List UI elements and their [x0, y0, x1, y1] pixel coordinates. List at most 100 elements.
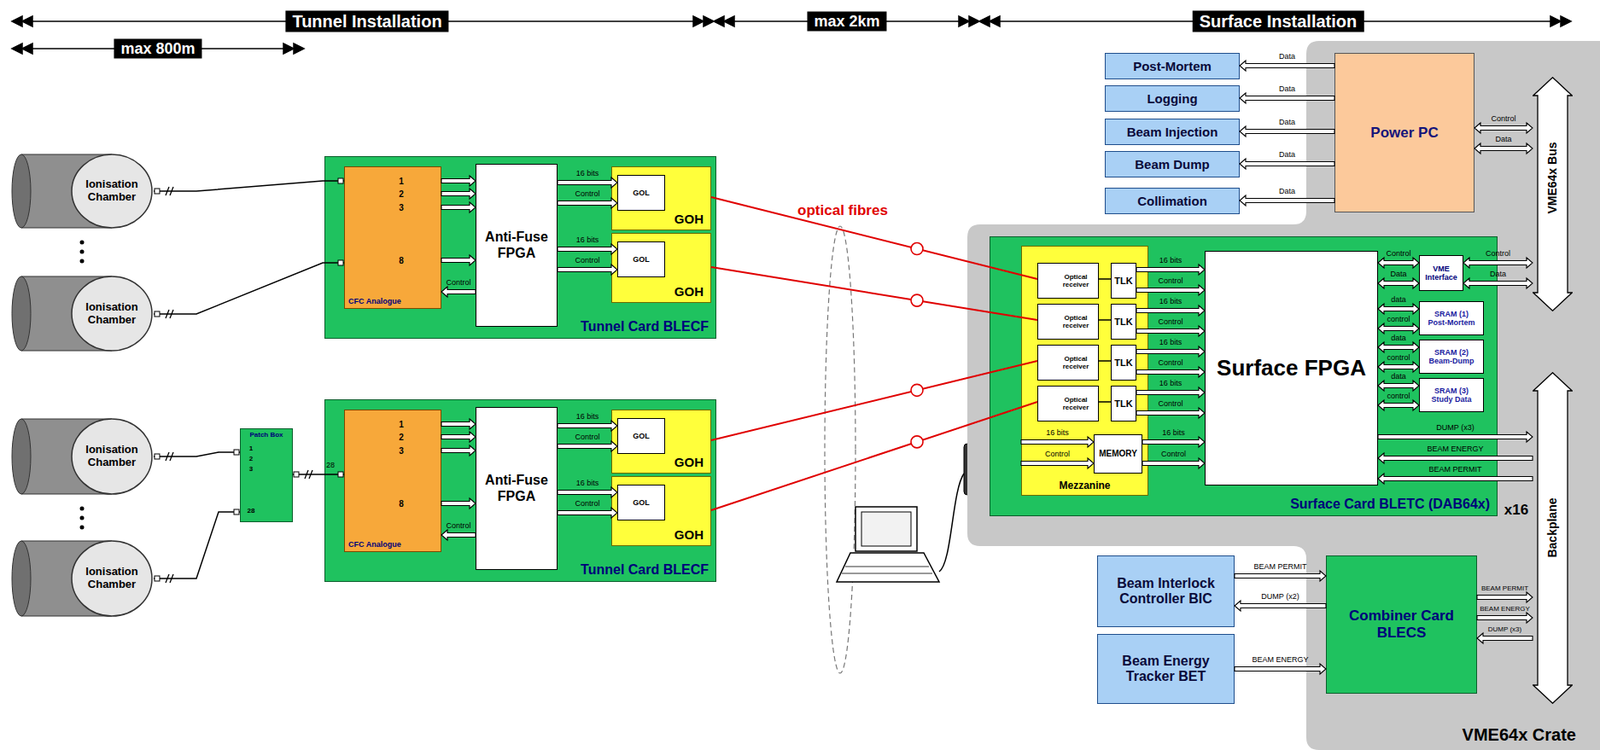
signal-label: 16 bits — [1045, 429, 1069, 438]
signal-label: 16 bits — [1159, 338, 1183, 348]
signal-arrow — [1463, 257, 1533, 269]
signal-arrow — [1474, 122, 1533, 134]
annotation: 3 — [398, 446, 404, 456]
signal-arrow — [1136, 387, 1205, 398]
signal-arrow — [1477, 633, 1533, 644]
signal-label: Data — [1489, 270, 1507, 280]
signal-label: 16 bits — [576, 413, 600, 422]
node-label: Logging — [1146, 91, 1198, 106]
signal-arrow — [1378, 278, 1419, 289]
signal-arrow — [1378, 342, 1419, 353]
annotation: 3 — [249, 465, 253, 473]
cable-plug — [154, 576, 160, 582]
laptop — [836, 473, 964, 583]
signal-label: Control — [574, 256, 600, 266]
signal-arrow — [1239, 158, 1335, 170]
signal-arrow — [1136, 367, 1205, 378]
cable-plug — [154, 311, 160, 317]
signal-arrow — [557, 177, 618, 188]
cable-line — [153, 262, 345, 315]
node-label: GOH — [674, 455, 704, 470]
signal-arrow — [1136, 408, 1205, 419]
optical-fibre-line — [711, 197, 1038, 280]
arrowhead — [724, 16, 735, 27]
signal-arrow — [1136, 326, 1205, 337]
signal-label: Data — [1278, 187, 1296, 197]
transceiver-chip: TLK — [1110, 385, 1137, 422]
signal-label: BEAM PERMIT — [1481, 585, 1529, 594]
signal-label: data — [1390, 296, 1407, 305]
bus-arrow-shape — [1533, 77, 1573, 312]
signal-arrow — [1021, 458, 1094, 469]
signal-label: 16 bits — [576, 169, 600, 179]
signal-arrow — [1378, 380, 1419, 392]
transceiver-chip: TLK — [1110, 262, 1137, 299]
signal-label: Control — [1485, 250, 1511, 259]
fpga-chip: Anti-Fuse FPGA — [475, 407, 558, 571]
node-label: Beam Injection — [1127, 124, 1219, 140]
signal-arrow — [441, 419, 476, 430]
optical-hybrid: GOHGOL — [611, 166, 712, 231]
annotation: x16 — [1504, 502, 1529, 520]
signal-arrow — [1477, 592, 1533, 603]
signal-arrow — [1378, 473, 1533, 485]
signal-arrow — [441, 432, 476, 443]
signal-arrow — [1021, 437, 1094, 448]
arrowhead — [22, 43, 33, 54]
signal-label: Control — [1157, 359, 1183, 368]
cable-line — [153, 512, 240, 579]
node-label: SRAM (1) Post-Mortem — [1425, 309, 1478, 328]
node-label: Tunnel Card BLECF — [580, 319, 709, 335]
signal-arrow — [1378, 303, 1419, 315]
signal-arrow — [557, 264, 618, 275]
node-label: GOH — [674, 211, 704, 227]
signal-arrow — [1142, 458, 1205, 469]
arrowhead — [1550, 16, 1561, 27]
cable-break — [304, 470, 313, 479]
node-label: Patch Box — [249, 431, 283, 439]
signal-arrow — [441, 530, 476, 541]
chamber-face — [71, 154, 152, 228]
signal-arrow — [1378, 453, 1533, 464]
node-label: SRAM (3) Study Data — [1425, 386, 1478, 405]
laptop-keys — [841, 566, 933, 574]
signal-label: Data — [1278, 85, 1296, 94]
signal-arrow — [1234, 664, 1326, 675]
arrowhead — [693, 16, 704, 27]
signal-arrow — [1136, 285, 1205, 296]
signal-label: 16 bits — [1159, 379, 1183, 389]
fibre-bundle-outline — [824, 226, 856, 674]
signal-arrow — [1477, 613, 1533, 624]
annotation: 8 — [398, 256, 404, 266]
signal-arrow — [557, 487, 618, 498]
bus-arrow: Backplane — [1532, 372, 1573, 705]
cable-plug — [338, 260, 344, 266]
optical-receiver: Optical receiver — [1037, 262, 1099, 299]
signal-arrow — [557, 244, 618, 255]
signal-arrow — [441, 202, 476, 213]
serializer-chip: GOL — [617, 418, 666, 455]
dot — [80, 516, 85, 521]
node-label: VME64x Crate — [1462, 725, 1577, 746]
annotation: 1 — [249, 444, 253, 453]
node-label: GOH — [674, 527, 704, 543]
signal-arrow — [441, 175, 476, 187]
cable — [153, 260, 345, 319]
node-label: Surface FPGA — [1216, 356, 1367, 382]
fibre-connector — [910, 243, 923, 256]
node-label: GOL — [632, 255, 650, 264]
dot — [80, 259, 85, 264]
signal-label: control — [1386, 392, 1410, 402]
ionisation-chamber: Ionisation Chamber — [10, 540, 154, 618]
optical-receiver: Optical receiver — [1037, 385, 1099, 422]
combiner-card: Combiner Card BLECS — [1325, 555, 1478, 695]
system-box: Beam Energy Tracker BET — [1097, 634, 1235, 705]
signal-arrow — [1378, 400, 1419, 411]
signal-arrow — [1378, 342, 1419, 353]
node-label: GOL — [632, 498, 650, 508]
signal-arrow — [1378, 257, 1419, 269]
cable-plug — [293, 472, 299, 478]
arrowhead — [293, 43, 304, 54]
analogue-board: CFC Analogue — [344, 409, 442, 553]
arrowhead — [22, 16, 33, 27]
